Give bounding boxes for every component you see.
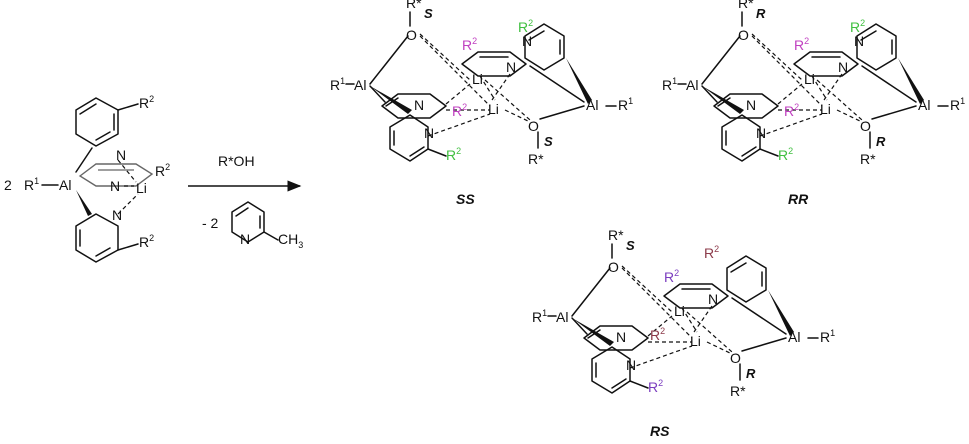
svg-text:O: O: [738, 27, 749, 43]
svg-text:R2: R2: [518, 18, 533, 35]
svg-text:R2: R2: [155, 162, 170, 179]
li-label: Li: [136, 180, 147, 196]
svg-text:N: N: [838, 59, 848, 75]
svg-text:R*: R*: [730, 383, 746, 399]
svg-text:R*: R*: [608, 227, 624, 243]
svg-text:N: N: [746, 97, 756, 113]
svg-text:Li: Li: [690, 333, 701, 349]
svg-text:R: R: [756, 6, 766, 21]
svg-text:R2: R2: [850, 18, 865, 35]
svg-text:S: S: [544, 134, 553, 149]
svg-text:R2: R2: [650, 326, 665, 343]
svg-text:O: O: [730, 350, 741, 366]
svg-text:R1: R1: [618, 96, 633, 113]
svg-text:R: R: [746, 366, 756, 381]
product-rr: R1 Al R* R O R2 R2 N N Li N R2 Li Al R1 …: [662, 0, 965, 167]
svg-text:N: N: [506, 59, 516, 75]
svg-text:N: N: [240, 231, 250, 247]
svg-text:Al: Al: [556, 309, 568, 325]
svg-text:Li: Li: [488, 101, 499, 117]
svg-text:R2: R2: [648, 378, 663, 395]
svg-text:N: N: [522, 33, 532, 49]
reactant-coefficient: 2: [4, 177, 12, 193]
svg-text:R*: R*: [738, 0, 754, 11]
svg-text:Al: Al: [586, 97, 598, 113]
svg-text:Li: Li: [820, 101, 831, 117]
svg-text:N: N: [616, 329, 626, 345]
label-rr: RR: [788, 191, 809, 207]
svg-text:Al: Al: [354, 77, 366, 93]
svg-text:R*: R*: [528, 151, 544, 167]
svg-text:R2: R2: [664, 268, 679, 285]
svg-text:Li: Li: [472, 71, 483, 87]
svg-text:R*: R*: [860, 151, 876, 167]
svg-text:R2: R2: [139, 94, 154, 111]
svg-text:N: N: [756, 125, 766, 141]
svg-text:R1: R1: [662, 76, 677, 93]
svg-text:N: N: [414, 97, 424, 113]
svg-text:R1: R1: [820, 328, 835, 345]
svg-text:CH3: CH3: [278, 231, 303, 250]
svg-text:R*: R*: [406, 0, 422, 11]
label-rs: RS: [650, 423, 670, 439]
svg-text:R2: R2: [704, 244, 719, 261]
svg-text:O: O: [528, 118, 539, 134]
reagent-label: R*OH: [218, 153, 255, 169]
svg-text:Li: Li: [804, 71, 815, 87]
svg-text:R1: R1: [950, 96, 965, 113]
svg-text:N: N: [116, 147, 126, 163]
svg-text:N: N: [626, 357, 636, 373]
r1-label: R: [24, 177, 34, 193]
svg-text:R2: R2: [139, 233, 154, 250]
svg-text:R2: R2: [452, 102, 467, 119]
svg-text:Al: Al: [686, 77, 698, 93]
svg-text:O: O: [406, 27, 417, 43]
svg-text:N: N: [110, 178, 120, 194]
svg-text:R1: R1: [24, 176, 39, 193]
svg-text:R1: R1: [330, 76, 345, 93]
svg-text:R2: R2: [784, 102, 799, 119]
methylpyridine: N CH3: [231, 201, 303, 250]
svg-text:R2: R2: [778, 146, 793, 163]
byproduct-coefficient: - 2: [202, 215, 219, 231]
svg-text:N: N: [854, 33, 864, 49]
reactant-complex: 2 R1 Al N R2 N R2 Li N R2: [4, 94, 170, 263]
al-label: Al: [59, 177, 71, 193]
svg-text:O: O: [860, 118, 871, 134]
svg-text:S: S: [626, 238, 635, 253]
svg-text:N: N: [424, 125, 434, 141]
svg-text:R: R: [876, 134, 886, 149]
svg-text:R2: R2: [794, 36, 809, 53]
svg-text:Al: Al: [918, 97, 930, 113]
label-ss: SS: [456, 191, 475, 207]
svg-text:N: N: [112, 207, 122, 223]
svg-text:O: O: [608, 259, 619, 275]
svg-text:Al: Al: [788, 329, 800, 345]
product-ss: R1 Al R* S O R2 R2 N N Li N R2 Li Al R1 …: [330, 0, 633, 167]
reaction-arrow: R*OH - 2 N CH3: [188, 153, 303, 250]
svg-text:R1: R1: [532, 308, 547, 325]
svg-text:R2: R2: [462, 36, 477, 53]
svg-text:Li: Li: [674, 303, 685, 319]
product-rs: R1 Al R* S O R2 R2 N Li N R2 Li Al R1 O …: [532, 227, 835, 399]
svg-text:R2: R2: [446, 146, 461, 163]
svg-text:S: S: [424, 6, 433, 21]
svg-text:N: N: [708, 291, 718, 307]
